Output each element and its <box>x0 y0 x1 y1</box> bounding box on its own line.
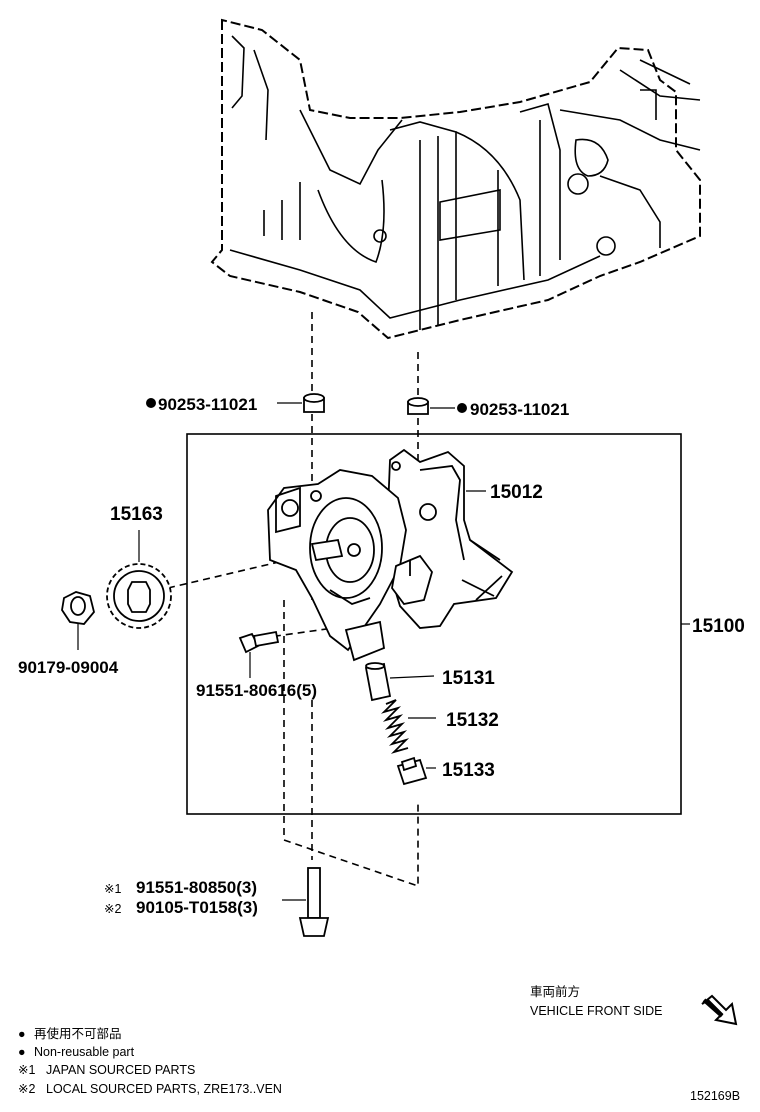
relief-valve-illustration <box>364 662 392 702</box>
direction-label-jp: 車両前方 <box>530 984 580 999</box>
legend-text-1: 再使用不可部品 <box>34 1026 122 1041</box>
label-relief-valve: 15131 <box>442 668 495 689</box>
non-reusable-mark-left <box>146 398 156 408</box>
label-sprocket: 15163 <box>110 504 163 525</box>
non-reusable-mark-right <box>457 403 467 413</box>
direction-label-en: VEHICLE FRONT SIDE <box>530 1004 662 1018</box>
bolt-variant-2-mark: ※2 <box>104 902 121 916</box>
label-washer-right: 90253-11021 <box>470 400 569 419</box>
legend-mark-3: ※1 <box>18 1063 35 1077</box>
label-small-bolt: 91551-80616(5) <box>196 681 317 700</box>
legend-text-3: JAPAN SOURCED PARTS <box>46 1063 195 1077</box>
engine-block-illustration <box>210 18 701 340</box>
label-oil-pump-assembly: 15100 <box>692 616 745 637</box>
washer-left <box>303 393 325 413</box>
label-plug: 15133 <box>442 760 495 781</box>
label-spring: 15132 <box>446 710 499 731</box>
legend: ● 再使用不可部品 ● Non-reusable part ※1 JAPAN S… <box>18 1026 282 1096</box>
label-nut: 90179-09004 <box>18 658 119 677</box>
legend-text-2: Non-reusable part <box>34 1045 135 1059</box>
small-bolt-illustration <box>238 630 280 654</box>
legend-mark-4: ※2 <box>18 1082 35 1096</box>
legend-mark-1: ● <box>18 1027 26 1041</box>
alignment-guides <box>167 312 419 888</box>
washer-right <box>407 397 429 415</box>
spring-illustration <box>380 699 410 754</box>
legend-text-4: LOCAL SOURCED PARTS, ZRE173..VEN <box>46 1082 282 1096</box>
bolt-variant-2-part: 90105-T0158(3) <box>136 898 258 917</box>
oil-pump-body-illustration <box>267 448 514 662</box>
long-bolt-illustration <box>298 867 330 937</box>
illustration-id: 152169B <box>690 1089 740 1103</box>
legend-mark-2: ● <box>18 1045 26 1059</box>
vehicle-front-arrow-icon <box>701 994 738 1026</box>
plug-illustration <box>396 756 428 786</box>
label-washer-left: 90253-11021 <box>158 395 257 414</box>
drive-sprocket-illustration <box>106 563 172 629</box>
bolt-variant-1-mark: ※1 <box>104 882 121 896</box>
nut-illustration <box>61 591 95 625</box>
label-oil-pump-body: 15012 <box>490 482 543 503</box>
bolt-variant-1-part: 91551-80850(3) <box>136 878 257 897</box>
